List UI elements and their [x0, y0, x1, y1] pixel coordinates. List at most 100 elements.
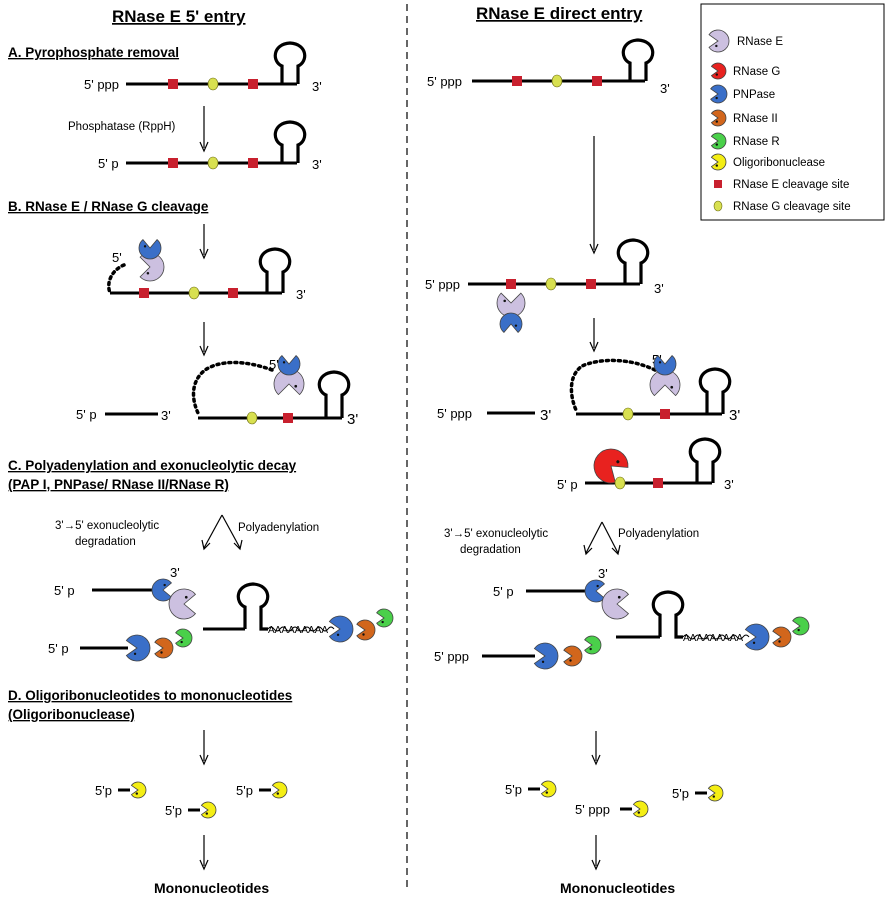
- pnpase-icon: [277, 355, 301, 376]
- legend-label: RNase E: [737, 36, 783, 48]
- legend-label: RNase G cleavage site: [733, 201, 851, 213]
- five-prime-label: 5': [269, 357, 279, 372]
- rnase-g-site: [622, 407, 634, 421]
- arrowhead: [199, 859, 209, 871]
- dotted-5-prime-end: [191, 360, 274, 415]
- legend-label: RNase R: [733, 136, 780, 148]
- pnpase-icon: [744, 623, 770, 651]
- five-prime-p-label: 5'p: [505, 782, 522, 797]
- rnase-e-site: [653, 478, 663, 488]
- three-prime-label: 3': [598, 566, 608, 581]
- five-prime-p-label: 5' p: [557, 477, 578, 492]
- oligoribonuclease-icon: [271, 781, 288, 799]
- three-prime-label: 3': [296, 287, 306, 302]
- section-c-heading-line1: C. Polyadenylation and exonucleolytic de…: [8, 458, 297, 473]
- stem-loop: [651, 590, 685, 639]
- oligoribonuclease-icon: [632, 800, 649, 818]
- arrowhead: [199, 141, 209, 153]
- rnase-g-site: [207, 156, 219, 170]
- five-prime-p-label: 5' p: [98, 156, 119, 171]
- stem-loop: [621, 38, 655, 81]
- legend-label: Oligoribonuclease: [733, 157, 825, 169]
- arrowhead: [199, 345, 209, 357]
- three-prime-label: 3': [312, 79, 322, 94]
- five-prime-ppp-label: 5' ppp: [427, 74, 462, 89]
- rnase-g-site: [246, 411, 258, 425]
- three-prime-label: 3': [161, 408, 171, 423]
- pnpase-icon: [653, 355, 677, 376]
- rnase-g-site: [545, 277, 557, 291]
- five-prime-p-label: 5' p: [54, 583, 75, 598]
- stem-loop: [688, 437, 722, 483]
- exonucleolytic-label-line2: degradation: [75, 536, 136, 548]
- arrowhead: [591, 754, 601, 766]
- stem-loop: [258, 247, 292, 293]
- rnase-e-site: [586, 279, 596, 289]
- polya-tail: AAAAAAAAA: [683, 633, 743, 644]
- arrowhead: [199, 248, 209, 260]
- legend-label: RNase G: [733, 66, 780, 78]
- rnase-r-icon: [584, 635, 602, 655]
- rnase-g-icon: [710, 62, 727, 80]
- exonucleolytic-label-line1: 3'→5' exonucleolytic: [444, 528, 548, 540]
- legend-box: [700, 3, 885, 221]
- arrowhead: [201, 539, 211, 551]
- five-prime-p-label: 5'p: [95, 783, 112, 798]
- left-panel-title: RNase E 5' entry: [112, 7, 246, 26]
- rnase-e-site: [168, 158, 178, 168]
- rnase-ii-icon: [154, 637, 174, 659]
- phosphatase-label: Phosphatase (RppH): [68, 121, 176, 133]
- stem-loop: [273, 120, 307, 163]
- stem-loop: [616, 238, 650, 284]
- rnase-e-icon: [601, 588, 630, 620]
- rnase-e-site: [512, 76, 522, 86]
- legend-label: RNase II: [733, 113, 778, 125]
- oligoribonuclease-icon: [707, 784, 724, 802]
- pnpase-icon: [499, 312, 523, 333]
- pnpase-icon: [533, 642, 559, 670]
- three-prime-label: 3': [312, 157, 322, 172]
- rnase-g-site: [614, 476, 626, 490]
- rnase-e-site: [228, 288, 238, 298]
- five-prime-ppp-label: 5' ppp: [425, 277, 460, 292]
- exonucleolytic-label-line2: degradation: [460, 544, 521, 556]
- rnase-e-site: [506, 279, 516, 289]
- arrowhead: [199, 754, 209, 766]
- three-prime-label: 3': [170, 565, 180, 580]
- stem-loop: [236, 582, 270, 631]
- legend-label: RNase E cleavage site: [733, 179, 849, 191]
- section-b-heading: B. RNase E / RNase G cleavage: [8, 199, 209, 214]
- arrowhead: [591, 859, 601, 871]
- rnase-e-site: [168, 79, 178, 89]
- three-prime-label: 3': [347, 411, 358, 428]
- arrow: [221, 514, 241, 549]
- five-prime-label: 5': [112, 250, 122, 265]
- rnase-ii-icon: [772, 626, 792, 648]
- oligoribonuclease-icon: [710, 153, 727, 171]
- stem-loop: [317, 370, 351, 418]
- five-prime-p-label: 5'p: [236, 783, 253, 798]
- three-prime-label: 3': [540, 407, 551, 424]
- oligoribonuclease-icon: [540, 780, 557, 798]
- rnase-e-site: [139, 288, 149, 298]
- rnase-e-site: [660, 409, 670, 419]
- rnase-e-icon: [708, 29, 730, 53]
- polyadenylation-label: Polyadenylation: [618, 528, 699, 540]
- three-prime-label: 3': [724, 477, 734, 492]
- pnpase-icon: [710, 84, 728, 104]
- rnase-r-icon: [710, 132, 727, 150]
- five-prime-p-label: 5'p: [672, 786, 689, 801]
- rnase-ii-icon: [356, 619, 376, 641]
- rnase-r-icon: [792, 616, 810, 636]
- section-d-heading-line2: (Oligoribonuclease): [8, 707, 135, 722]
- pnpase-icon: [584, 579, 605, 603]
- section-c-heading-line2: (PAP I, PNPase/ RNase II/RNase R): [8, 477, 229, 492]
- polyadenylation-label: Polyadenylation: [238, 522, 319, 534]
- arrowhead: [589, 243, 599, 255]
- rnase-e-site: [248, 158, 258, 168]
- arrow: [601, 521, 619, 554]
- section-a-heading: A. Pyrophosphate removal: [8, 45, 179, 60]
- rnase-r-icon: [175, 628, 193, 648]
